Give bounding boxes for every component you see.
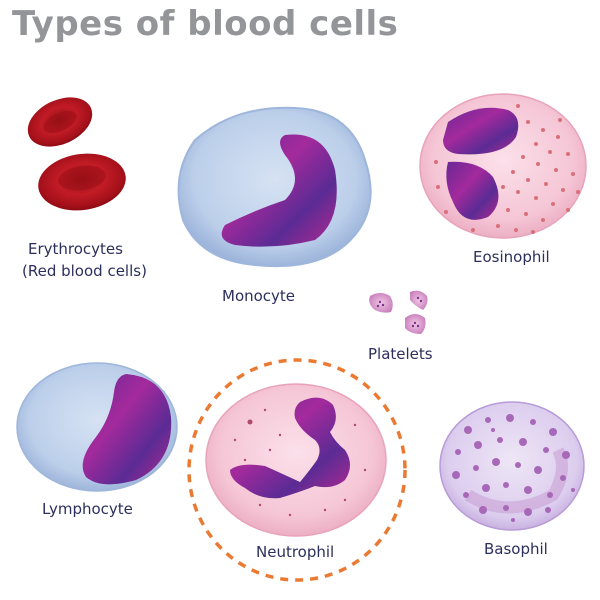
monocyte-label: Monocyte [222, 287, 296, 305]
basophil-label: Basophil [484, 540, 548, 558]
lymphocyte-label: Lymphocyte [42, 500, 133, 518]
erythrocytes-sublabel: (Red blood cells) [22, 262, 147, 280]
basophil-illustration [439, 401, 585, 531]
erythrocytes-label: Erythrocytes [28, 240, 123, 258]
diagram-title: Types of blood cells [12, 4, 399, 44]
neutrophil-illustration [205, 383, 387, 537]
eosinophil-label: Eosinophil [473, 248, 550, 266]
platelets-illustration [369, 290, 428, 334]
platelets-label: Platelets [368, 345, 433, 363]
monocyte-illustration [177, 106, 372, 268]
lymphocyte-illustration [16, 362, 178, 492]
neutrophil-label: Neutrophil [256, 543, 335, 561]
eosinophil-illustration [419, 93, 587, 239]
erythrocytes-illustration [27, 97, 126, 211]
neutrophil-highlight-ring [187, 358, 407, 582]
